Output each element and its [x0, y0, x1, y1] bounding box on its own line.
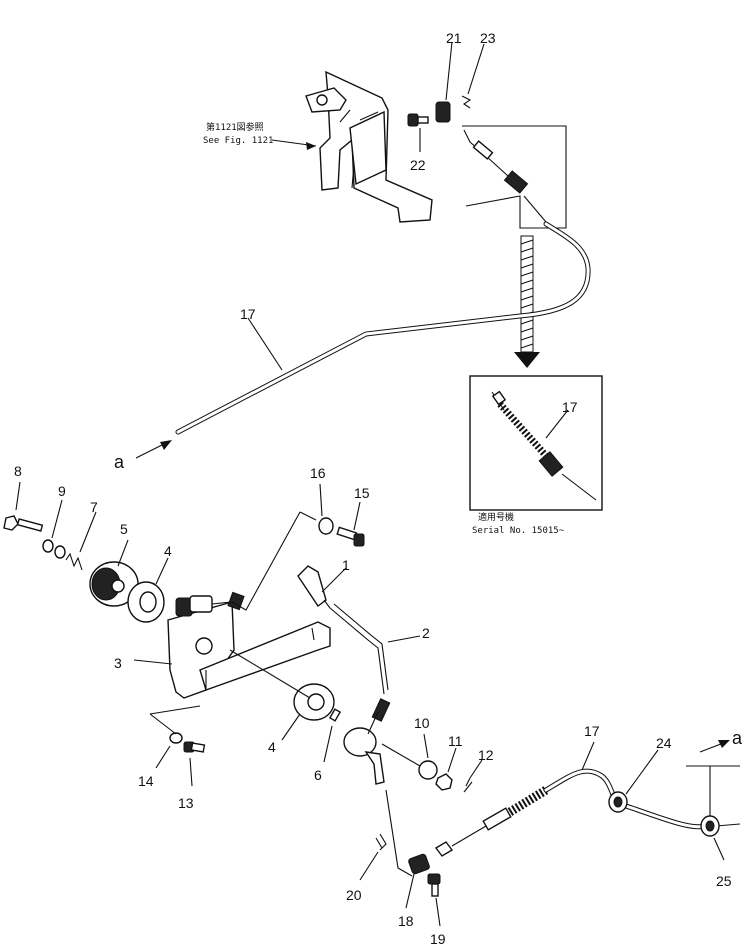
- callout-10: 10: [414, 715, 430, 731]
- part-22-bolt: 22: [407, 113, 429, 173]
- callout-25: 25: [716, 873, 732, 889]
- upper-bracket-assembly: [305, 70, 433, 223]
- connector-a-left: a: [114, 440, 172, 472]
- callout-17-top: 17: [240, 306, 256, 322]
- part-11-nut: 11: [435, 733, 463, 791]
- callout-19: 19: [430, 931, 446, 945]
- callout-12: 12: [478, 747, 494, 763]
- callout-3: 3: [114, 655, 122, 671]
- callout-8: 8: [14, 463, 22, 479]
- part-18-clevis: 18: [398, 853, 430, 929]
- callout-14: 14: [138, 773, 154, 789]
- part-24-grommet: 24: [608, 735, 672, 813]
- part-7-spring: 7: [65, 499, 98, 571]
- callout-17-inset: 17: [562, 399, 578, 415]
- detail-arrow: [514, 235, 540, 368]
- callout-6: 6: [314, 767, 322, 783]
- part-9-washer: 9: [42, 483, 66, 559]
- part-6-pin: 6: [314, 708, 342, 783]
- part-15-bolt: 15: [336, 485, 370, 547]
- connector-a-left-label: a: [114, 452, 125, 472]
- callout-24: 24: [656, 735, 672, 751]
- callout-23: 23: [480, 30, 496, 46]
- part-12-pin: 12: [463, 747, 494, 793]
- callout-4-lower: 4: [268, 739, 276, 755]
- see-fig-reference: 第1121図参照 See Fig. 1121: [203, 121, 317, 150]
- callout-4-upper: 4: [164, 543, 172, 559]
- callout-7: 7: [90, 499, 98, 515]
- part-4-spacer-upper: 4: [127, 543, 172, 623]
- part-23-pin: 23: [461, 30, 496, 109]
- callout-2: 2: [422, 625, 430, 641]
- leader-16-bracket: [299, 511, 317, 521]
- callout-5: 5: [120, 521, 128, 537]
- leader-lower-dashed: [385, 789, 413, 877]
- part-19-bolt: 19: [427, 873, 446, 945]
- callout-15: 15: [354, 485, 370, 501]
- callout-13: 13: [178, 795, 194, 811]
- part-2-lever: 2: [329, 603, 430, 785]
- callout-11: 11: [448, 733, 463, 749]
- see-fig-jp: 第1121図参照: [206, 121, 264, 133]
- part-25-grommet: 25: [686, 765, 740, 889]
- cable-17-lower: 17: [434, 723, 741, 857]
- callout-16: 16: [310, 465, 326, 481]
- serial-en: Serial No. 15015~: [472, 526, 565, 536]
- part-21-clevis: 21: [435, 30, 462, 123]
- part-8-bolt: 8: [3, 463, 44, 532]
- connector-a-right: a: [699, 728, 743, 753]
- part-14-washer: 14: [138, 705, 201, 789]
- callout-18: 18: [398, 913, 414, 929]
- upper-detail-box: [462, 125, 567, 229]
- part-16-nut: 16: [310, 465, 334, 535]
- part-1-knob: 1: [297, 557, 350, 609]
- inset-box: 17 適用号機 Serial No. 15015~: [469, 375, 603, 536]
- callout-17-lower: 17: [584, 723, 600, 739]
- callout-1: 1: [342, 557, 350, 573]
- switch-on-bracket: [175, 511, 301, 617]
- cable-17-upper: 17: [175, 221, 591, 435]
- part-3-bracket: 3: [114, 601, 331, 699]
- see-fig-en: See Fig. 1121: [203, 136, 273, 146]
- part-20-pin: 20: [346, 833, 387, 903]
- part-5-pulley: 5: [89, 521, 139, 607]
- part-10-washer: 10: [381, 715, 438, 780]
- connector-a-right-label: a: [732, 728, 743, 748]
- callout-22: 22: [410, 157, 426, 173]
- callout-9: 9: [58, 483, 66, 499]
- callout-21: 21: [446, 30, 462, 46]
- serial-jp: 適用号機: [478, 511, 514, 523]
- part-13-bolt: 13: [178, 741, 206, 811]
- part-4-spacer-lower: 4: [229, 649, 335, 755]
- callout-20: 20: [346, 887, 362, 903]
